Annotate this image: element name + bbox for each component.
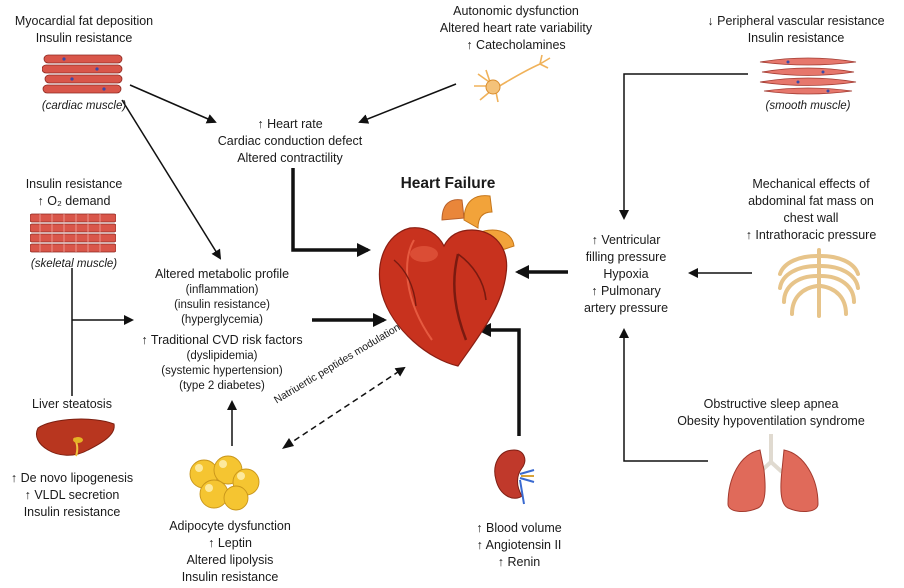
conduction-line: Cardiac conduction defect (217, 134, 363, 148)
autonomic-line: Autonomic dysfunction (453, 4, 579, 18)
ventricular-label: ↑ Ventricular filling pressure Hypoxia ↑… (566, 232, 686, 317)
ventricular-line: artery pressure (583, 301, 669, 315)
arrow-lungs-to-ventricular (619, 328, 708, 462)
kidney-label: ↑ Blood volume ↑ Angiotensin II ↑ Renin (454, 520, 584, 571)
metabolic-item: (hyperglycemia) (181, 314, 263, 326)
adipocyte-line: Altered lipolysis (186, 553, 274, 567)
adipocyte-line: ↑ Leptin (208, 536, 252, 550)
arrow-vascular-to-ventricular (619, 73, 748, 220)
metabolic-item: (insulin resistance) (174, 299, 270, 311)
cardiac-line: Insulin resistance (35, 31, 133, 45)
arrow-kidney-to-heart (477, 323, 521, 436)
cvd-item: (type 2 diabetes) (179, 380, 265, 392)
vascular-label: ↓ Peripheral vascular resistance Insulin… (690, 13, 902, 47)
vascular-line: ↓ Peripheral vascular resistance (707, 14, 885, 28)
mechanical-line: abdominal fat mass on (748, 194, 874, 208)
skeletal-line: Insulin resistance (25, 177, 123, 191)
ventricular-line: ↑ Ventricular (591, 233, 661, 247)
skeletal-label: Insulin resistance ↑ O₂ demand (4, 176, 144, 210)
arrow-conduction-to-heart (291, 168, 371, 257)
vascular-caption: (smooth muscle) (765, 100, 851, 112)
liver-line: Insulin resistance (23, 505, 121, 519)
liver-title: Liver steatosis (32, 397, 112, 411)
conduction-line: Altered contractility (237, 151, 343, 165)
cardiac-muscle-illustration (42, 54, 123, 94)
ventricular-line: filling pressure (585, 250, 667, 264)
smooth-muscle-illustration (759, 57, 857, 95)
autonomic-label: Autonomic dysfunction Altered heart rate… (418, 3, 614, 54)
kidney-line: ↑ Angiotensin II (476, 538, 562, 552)
metabolic-block: Altered metabolic profile (inflammation)… (130, 266, 314, 328)
ventricular-line: Hypoxia (603, 267, 649, 281)
mechanical-label: Mechanical effects of abdominal fat mass… (718, 176, 904, 244)
conduction-line: ↑ Heart rate (257, 117, 323, 131)
ventricular-line: ↑ Pulmonary (591, 284, 661, 298)
autonomic-line: ↑ Catecholamines (466, 38, 566, 52)
autonomic-line: Altered heart rate variability (439, 21, 593, 35)
arrowhead-natriuretic-start (282, 438, 294, 449)
mechanical-line: chest wall (783, 211, 839, 225)
kidney-illustration (494, 449, 535, 505)
liver-line: ↑ De novo lipogenesis (10, 471, 134, 485)
liver-line: ↑ VLDL secretion (24, 488, 120, 502)
liver-illustration (35, 418, 115, 457)
conduction-label: ↑ Heart rate Cardiac conduction defect A… (200, 116, 380, 167)
arrow-autonomic-to-conduction (358, 83, 457, 124)
sleep-line: Obstructive sleep apnea (703, 397, 839, 411)
mechanical-line: Mechanical effects of (752, 177, 870, 191)
kidney-line: ↑ Blood volume (476, 521, 562, 535)
metabolic-item: (inflammation) (185, 284, 259, 296)
skeletal-line: ↑ O₂ demand (37, 194, 111, 208)
vascular-line: Insulin resistance (747, 31, 845, 45)
adipocytes-illustration (189, 455, 260, 511)
kidney-line: ↑ Renin (497, 555, 541, 569)
cardiac-caption: (cardiac muscle) (41, 100, 127, 112)
arrow-cardiac-to-metabolic (121, 99, 222, 260)
diagram-title: Heart Failure (400, 175, 496, 192)
sleep-label: Obstructive sleep apnea Obesity hypovent… (656, 396, 886, 430)
arrow-cardiac-to-conduction (129, 84, 217, 124)
cardiac-label: Myocardial fat deposition Insulin resist… (4, 13, 164, 47)
cvd-item: (dyslipidemia) (186, 350, 258, 362)
cvd-block: ↑ Traditional CVD risk factors (dyslipid… (122, 332, 322, 394)
metabolic-heading: Altered metabolic profile (154, 267, 290, 281)
adipocyte-line: Insulin resistance (181, 570, 279, 584)
cardiac-line: Myocardial fat deposition (14, 14, 154, 28)
adipocyte-label: Adipocyte dysfunction ↑ Leptin Altered l… (150, 518, 310, 586)
skeletal-muscle-illustration (30, 213, 116, 253)
skeletal-caption: (skeletal muscle) (30, 258, 118, 270)
neuron-illustration (474, 54, 551, 103)
mechanical-line: ↑ Intrathoracic pressure (745, 228, 877, 242)
cvd-item: (systemic hypertension) (161, 365, 283, 377)
heart-illustration (378, 195, 515, 367)
sleep-line: Obesity hypoventilation syndrome (677, 414, 865, 428)
adipocyte-line: Adipocyte dysfunction (169, 519, 291, 533)
cvd-heading: ↑ Traditional CVD risk factors (141, 333, 303, 347)
liver-label: ↑ De novo lipogenesis ↑ VLDL secretion I… (0, 470, 144, 521)
arrow-natriuretic-dashed (285, 366, 406, 447)
ribcage-illustration (778, 248, 860, 318)
lungs-illustration (727, 434, 819, 512)
